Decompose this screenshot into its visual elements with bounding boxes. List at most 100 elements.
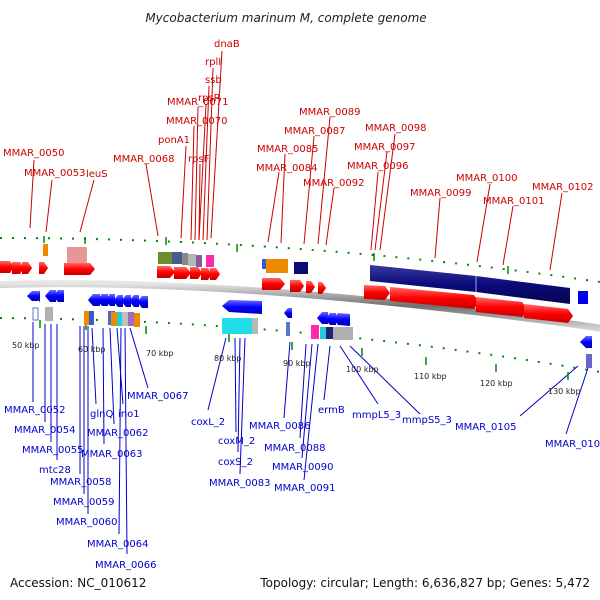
forward-gene <box>390 287 479 309</box>
forward-genes <box>0 261 573 323</box>
reverse-gene <box>580 336 592 348</box>
leader-MMAR_0067 <box>129 327 149 389</box>
gene-label-MMAR_0071: MMAR_0071 <box>167 97 229 108</box>
gene-label-MMAR_0099: MMAR_0099 <box>410 188 472 199</box>
reverse-gene <box>121 295 131 307</box>
leader-MMAR_0050 <box>29 159 35 229</box>
gene-label-MMAR_0058: MMAR_0058 <box>50 477 112 488</box>
gene-label-MMAR_0105: MMAR_0105 <box>455 422 517 433</box>
forward-gene <box>318 282 326 294</box>
forward-gene <box>0 261 14 273</box>
gene-label-ermB: ermB <box>318 405 345 416</box>
reverse-gene <box>284 308 292 318</box>
gene-label-coxS_2: coxS_2 <box>218 457 253 468</box>
gene-label-ponA1: ponA1 <box>158 135 190 146</box>
forward-gene <box>12 262 24 274</box>
feature-block <box>182 253 188 265</box>
leader-coxM_2 <box>234 337 237 433</box>
leader-MMAR_0089 <box>317 116 331 245</box>
gene-label-MMAR_0098: MMAR_0098 <box>365 123 427 134</box>
leader-MMAR_0086 <box>283 341 291 419</box>
kbp-label: 120 kbp <box>480 379 513 388</box>
gene-label-MMAR_0106: MMAR_0106 <box>545 439 600 450</box>
feature-block <box>326 327 333 339</box>
kbp-label: 50 kbp <box>12 341 40 350</box>
reverse-gene <box>97 294 108 306</box>
gene-label-MMAR_0068: MMAR_0068 <box>113 154 175 165</box>
gene-label-leuS: leuS <box>86 169 108 180</box>
reverse-gene <box>105 294 115 306</box>
gene-label-dnaB: dnaB <box>214 39 240 50</box>
feature-block <box>286 322 290 336</box>
forward-gene <box>22 262 32 274</box>
reverse-gene <box>53 290 64 302</box>
feature-block <box>578 291 588 304</box>
forward-gene <box>524 304 573 323</box>
gene-label-MMAR_0089: MMAR_0089 <box>299 107 361 118</box>
feature-block <box>266 259 288 273</box>
gene-label-MMAR_0059: MMAR_0059 <box>53 497 115 508</box>
bottom-feature-blocks <box>32 307 592 368</box>
feature-block <box>262 259 266 269</box>
leader-MMAR_0099 <box>434 197 441 259</box>
kbp-label: 130 kbp <box>548 387 581 396</box>
leader-MMAR_0102 <box>549 192 563 271</box>
leader-rpsR <box>198 103 207 241</box>
forward-gene <box>262 278 285 290</box>
accession-text: Accession: NC_010612 <box>10 576 146 590</box>
feature-block <box>188 254 196 266</box>
gene-label-MMAR_0085: MMAR_0085 <box>257 144 319 155</box>
leader-coxL_2 <box>207 337 227 411</box>
feature-block <box>122 312 128 326</box>
reverse-gene <box>333 313 350 326</box>
gene-label-MMAR_0060: MMAR_0060 <box>56 517 118 528</box>
reverse-gene <box>137 296 148 308</box>
leader-MMAR_0068 <box>145 163 159 237</box>
leader-leuS <box>79 179 95 233</box>
gene-label-coxM_2: coxM_2 <box>218 436 255 447</box>
reverse-gene <box>317 312 328 324</box>
bottom-gene-labels: MMAR_0052 MMAR_0054 MMAR_0055 mtc28 MMAR… <box>4 391 600 571</box>
forward-gene <box>476 297 528 317</box>
feature-block <box>67 247 87 263</box>
reverse-gene <box>325 313 336 325</box>
forward-gene <box>64 263 95 275</box>
gene-label-MMAR_0091: MMAR_0091 <box>274 483 336 494</box>
leader-MMAR_0053 <box>45 179 53 233</box>
feature-block <box>333 327 353 340</box>
forward-gene <box>210 268 220 280</box>
forward-gene <box>157 266 175 278</box>
feature-block <box>311 325 319 339</box>
gene-label-MMAR_0067: MMAR_0067 <box>127 391 189 402</box>
gene-label-mmpS5_3: mmpS5_3 <box>402 415 452 426</box>
kbp-label: 60 kbp <box>78 345 106 354</box>
kbp-label: 100 kbp <box>346 365 379 374</box>
gene-label-MMAR_0063: MMAR_0063 <box>81 449 143 460</box>
leader-MMAR_0083 <box>239 337 246 475</box>
kbp-label: 110 kbp <box>414 372 447 381</box>
genome-summary-text: Topology: circular; Length: 6,636,827 bp… <box>259 576 590 590</box>
top-dot-track <box>0 237 600 283</box>
map-title: Mycobacterium marinum M, complete genome <box>145 11 426 25</box>
leader-ssb <box>202 85 210 241</box>
top-feature-blocks <box>43 244 588 304</box>
gene-label-MMAR_0092: MMAR_0092 <box>303 178 365 189</box>
leader-MMAR_0097 <box>374 151 388 251</box>
leader-MMAR_0092 <box>325 187 335 246</box>
forward-gene <box>39 262 48 274</box>
leader-MMAR_0100 <box>476 183 491 263</box>
leader-MMAR_0106 <box>565 367 589 435</box>
gene-label-MMAR_0052: MMAR_0052 <box>4 405 66 416</box>
feature-block <box>89 311 94 325</box>
top-gene-labels: dnaB rplI ssb rpsR MMAR_0071 MMAR_0070 p… <box>3 39 594 207</box>
gene-label-rpsF: rpsF <box>188 154 210 165</box>
leader-MMAR_0098 <box>379 133 396 251</box>
gene-label-MMAR_0054: MMAR_0054 <box>14 425 76 436</box>
leader-MMAR_0062 <box>109 327 115 425</box>
kbp-scale: 50 kbp 60 kbp 70 kbp 80 kbp 90 kbp 100 k… <box>12 341 581 396</box>
leader-MMAR_0085 <box>280 153 286 244</box>
feature-block <box>134 313 140 327</box>
forward-gene <box>174 267 191 279</box>
feature-block <box>172 252 182 264</box>
reverse-gene <box>222 300 262 314</box>
